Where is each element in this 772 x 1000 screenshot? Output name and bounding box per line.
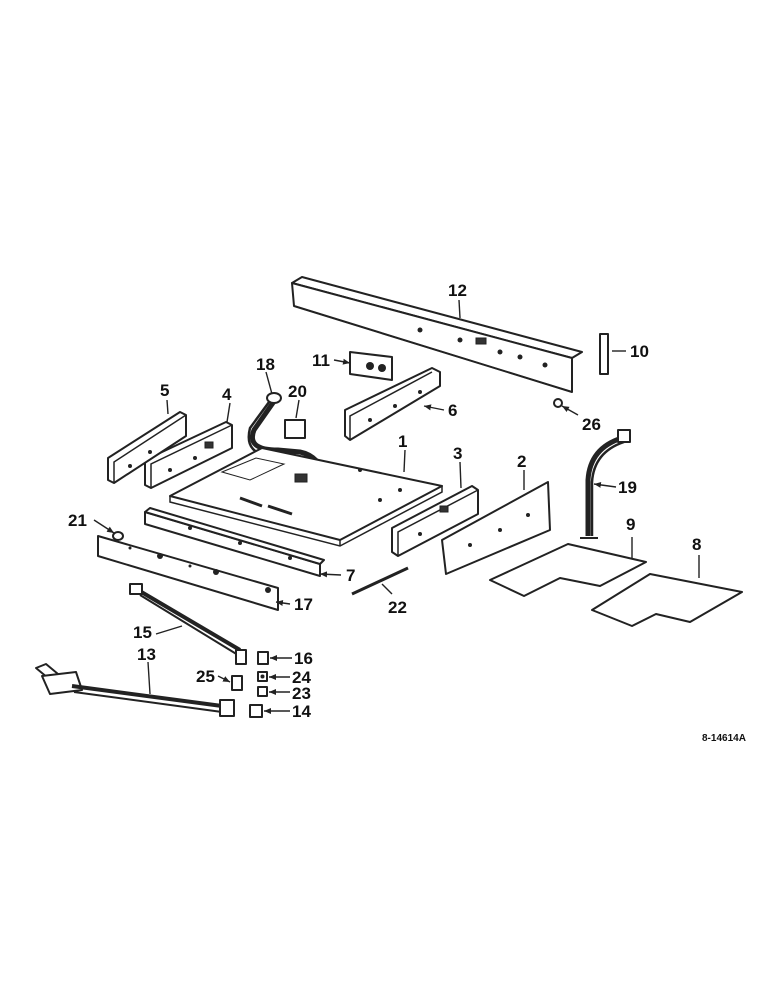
callout-3: 3	[453, 444, 462, 463]
callout-2: 2	[517, 452, 526, 471]
part-26-knob	[553, 398, 563, 408]
part-5-left-outer-panel	[107, 411, 187, 484]
callout-17: 17	[294, 595, 313, 614]
callout-26: 26	[582, 415, 601, 434]
part-11-small-plate	[349, 351, 393, 381]
part-3-right-inner-panel	[391, 485, 479, 557]
part-1-main-floor-panel	[169, 447, 443, 547]
callout-22: 22	[388, 598, 407, 617]
callout-20: 20	[288, 382, 307, 401]
callout-11: 11	[312, 351, 330, 370]
callout-8: 8	[692, 535, 701, 554]
part-15-diagonal-arm	[129, 583, 247, 665]
callout-15: 15	[133, 623, 152, 642]
drawing-reference-number: 8-14614A	[702, 733, 746, 744]
callout-23: 23	[292, 684, 311, 703]
part-16-small-fitting	[257, 651, 269, 665]
callout-7: 7	[346, 566, 355, 585]
part-14-small-fitting	[249, 704, 263, 718]
part-10-small-bracket	[599, 333, 609, 375]
part-2-right-side-plate	[441, 481, 551, 575]
callout-14: 14	[292, 702, 311, 721]
part-21-bushing	[112, 531, 124, 541]
callout-24: 24	[292, 668, 311, 687]
part-6-rear-side-panel	[344, 367, 441, 441]
part-8-floor-mat	[591, 573, 743, 627]
part-17-front-plate	[97, 535, 279, 611]
callout-4: 4	[222, 385, 232, 404]
part-25-clip	[231, 675, 243, 691]
callout-1: 1	[398, 432, 407, 451]
part-13-long-arm	[35, 663, 235, 717]
part-23-small-fitting	[257, 686, 268, 697]
part-4-left-inner-panel	[144, 421, 233, 489]
callout-13: 13	[137, 645, 156, 664]
part-22-rod	[351, 566, 409, 596]
callout-6: 6	[448, 401, 457, 420]
callout-12: 12	[448, 281, 467, 300]
part-12-top-channel-beam	[291, 276, 583, 393]
callout-25: 25	[196, 667, 215, 686]
callout-21: 21	[68, 511, 87, 530]
part-9-floor-mat	[489, 543, 647, 597]
part-24-small-fitting	[257, 671, 268, 682]
callout-9: 9	[626, 515, 635, 534]
leader-lines	[93, 299, 700, 714]
part-19-bent-handle	[580, 429, 631, 539]
callout-16: 16	[294, 649, 313, 668]
callout-19: 19	[618, 478, 637, 497]
callout-10: 10	[630, 342, 649, 361]
callout-18: 18	[256, 355, 275, 374]
part-20-square-plate	[284, 419, 306, 439]
callout-5: 5	[160, 381, 169, 400]
